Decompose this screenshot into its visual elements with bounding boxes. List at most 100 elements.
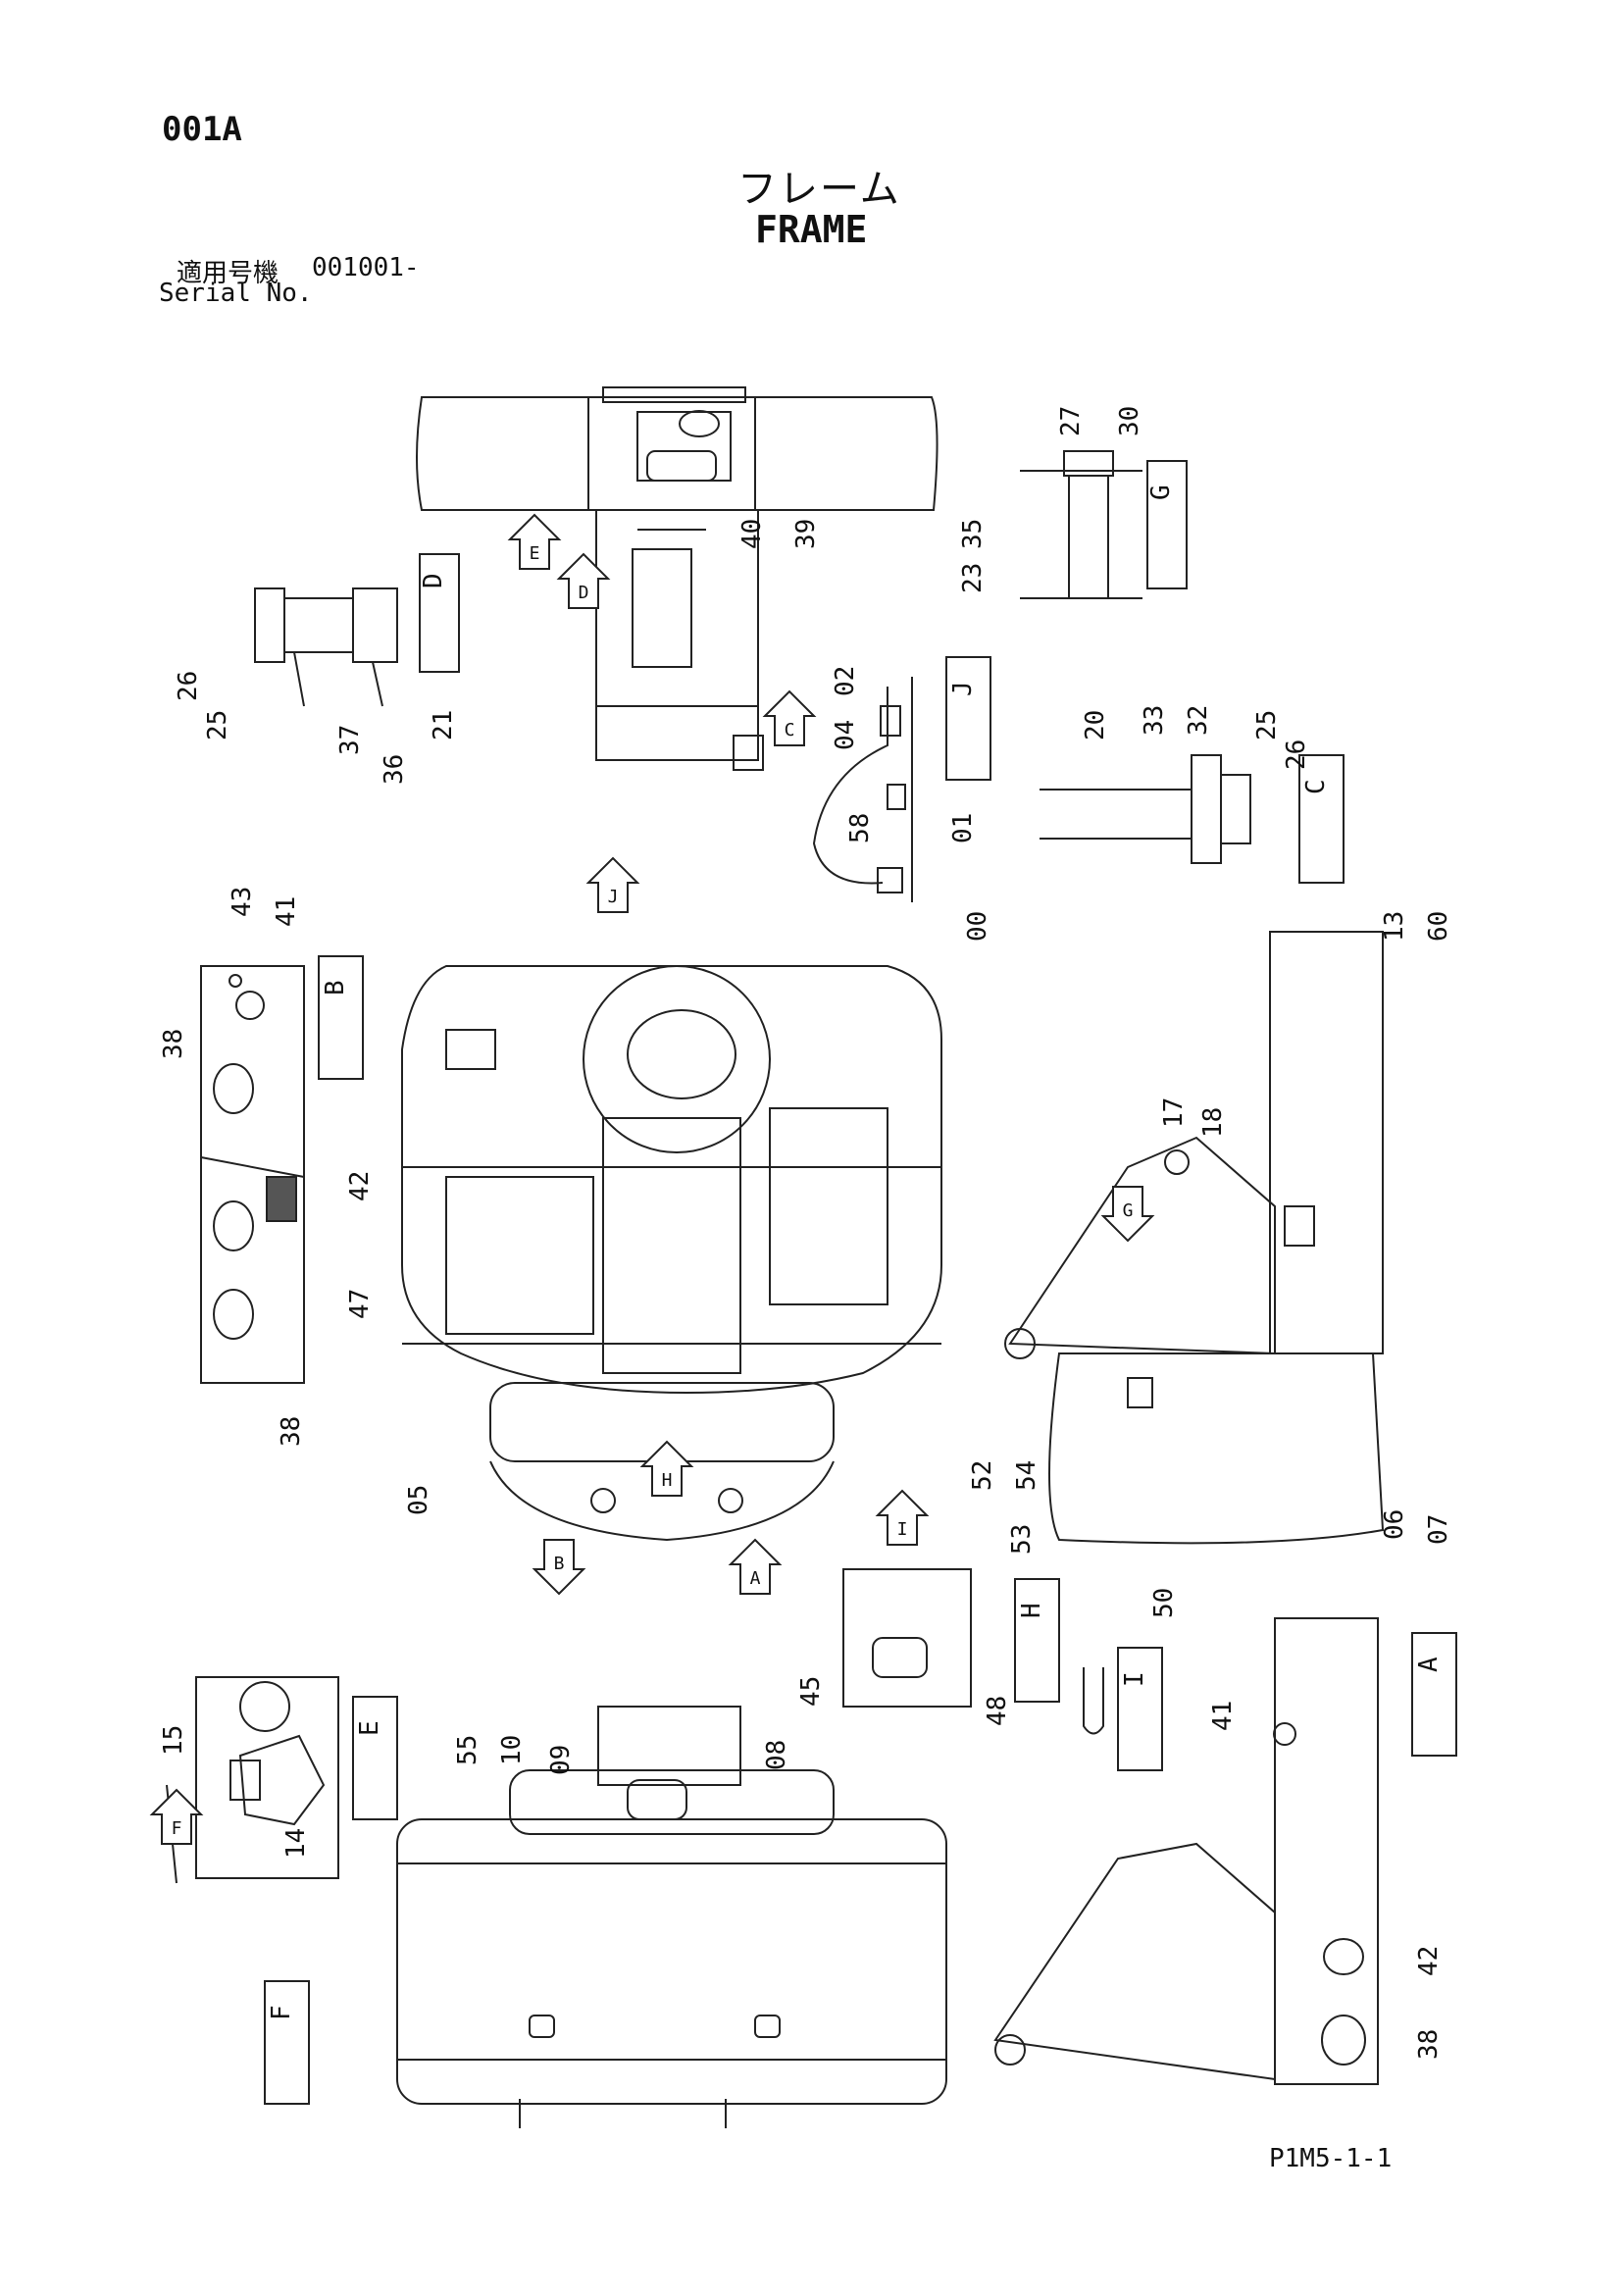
side-view-lower	[993, 1617, 1379, 2085]
callout-07: 07	[1424, 1514, 1453, 1545]
callout-25b: 25	[1252, 710, 1282, 740]
callout-00: 00	[963, 911, 992, 942]
svg-text:I: I	[1120, 1671, 1149, 1687]
callout-42b: 42	[1414, 1946, 1444, 1976]
callout-25: 25	[203, 710, 232, 740]
svg-text:H: H	[1017, 1603, 1046, 1618]
svg-text:B: B	[321, 980, 350, 995]
svg-text:G: G	[1146, 485, 1176, 500]
callout-17: 17	[1159, 1097, 1189, 1128]
svg-text:E: E	[355, 1720, 384, 1736]
page-code: 001A	[162, 110, 242, 149]
svg-text:F: F	[267, 2005, 296, 2020]
callout-08: 08	[762, 1740, 791, 1770]
svg-text:A: A	[750, 1568, 761, 1589]
serial-label-english: Serial No.	[159, 279, 313, 308]
section-label-f: F	[264, 1980, 310, 2105]
callout-60: 60	[1424, 911, 1453, 942]
callout-33: 33	[1140, 705, 1169, 736]
view-arrow-f: F	[149, 1788, 204, 1845]
serial-label-japanese: 適用号機	[177, 259, 279, 288]
svg-text:D: D	[579, 583, 589, 603]
view-arrow-h: H	[639, 1440, 694, 1497]
callout-38b: 38	[277, 1416, 306, 1447]
callout-21: 21	[429, 710, 458, 740]
callout-38: 38	[159, 1029, 188, 1059]
section-e-detail	[166, 1676, 339, 1884]
part-callouts: 40 39 27 30 35 23 26 25 37 36 21 02 04 5…	[159, 406, 1453, 2060]
callout-23: 23	[958, 563, 988, 593]
callout-40: 40	[737, 519, 767, 549]
section-b-detail	[200, 965, 305, 1384]
callout-14: 14	[281, 1828, 311, 1859]
section-label-a: A	[1411, 1632, 1457, 1757]
svg-text:B: B	[554, 1554, 565, 1574]
callout-30: 30	[1115, 406, 1144, 436]
title-japanese: フレーム	[737, 167, 901, 212]
callout-35: 35	[958, 519, 988, 549]
view-arrow-j: J	[585, 856, 640, 913]
callout-05: 05	[404, 1485, 433, 1515]
page-reference: P1M5-1-1	[1269, 2144, 1393, 2173]
callout-39: 39	[791, 519, 821, 549]
callout-06: 06	[1380, 1509, 1409, 1540]
view-arrow-a: A	[728, 1538, 783, 1595]
callout-09: 09	[546, 1745, 576, 1775]
section-d-detail	[254, 587, 398, 707]
callout-41b: 41	[1208, 1701, 1238, 1731]
top-rear-view	[416, 386, 939, 771]
svg-text:D: D	[419, 573, 448, 588]
svg-text:C: C	[785, 720, 795, 740]
callout-42: 42	[345, 1171, 375, 1201]
view-arrow-b: B	[532, 1539, 586, 1596]
callout-20: 20	[1081, 710, 1110, 740]
svg-text:E: E	[530, 543, 540, 564]
view-arrow-g: G	[1100, 1186, 1155, 1243]
callout-50: 50	[1149, 1588, 1179, 1618]
section-label-i: I	[1117, 1647, 1163, 1771]
callout-52: 52	[968, 1460, 997, 1491]
section-label-d: D	[419, 553, 460, 673]
section-label-h: H	[1014, 1578, 1060, 1703]
callout-45: 45	[796, 1676, 826, 1707]
callout-02: 02	[831, 666, 860, 696]
drawing-linework	[166, 386, 1385, 2128]
callout-04: 04	[831, 720, 860, 750]
callout-15: 15	[159, 1725, 188, 1756]
callout-37: 37	[335, 725, 365, 755]
callout-32: 32	[1184, 705, 1213, 736]
callout-10: 10	[497, 1735, 527, 1765]
view-arrow-d: D	[556, 552, 611, 609]
serial-number: 001001-	[312, 253, 420, 282]
section-i-detail	[1083, 1667, 1104, 1735]
section-label-g: G	[1146, 460, 1188, 589]
callout-41: 41	[272, 896, 301, 927]
callout-26b: 26	[1282, 740, 1311, 770]
section-c-detail	[1040, 754, 1251, 864]
svg-text:H: H	[662, 1470, 673, 1491]
callout-43: 43	[228, 887, 257, 917]
side-view-upper	[1004, 931, 1385, 1545]
section-label-b: B	[318, 955, 364, 1080]
svg-text:C: C	[1301, 779, 1331, 794]
svg-text:G: G	[1123, 1200, 1134, 1221]
view-arrows: E D C J G H I B A F	[149, 513, 1155, 1845]
title-english: FRAME	[755, 208, 868, 251]
callout-47: 47	[345, 1289, 375, 1319]
callout-13: 13	[1380, 911, 1409, 942]
svg-text:J: J	[948, 681, 978, 696]
callout-38c: 38	[1414, 2029, 1444, 2060]
callout-55: 55	[453, 1735, 482, 1765]
section-label-j: J	[945, 656, 991, 781]
svg-text:A: A	[1414, 1657, 1444, 1672]
callout-36: 36	[380, 754, 409, 785]
callout-53: 53	[1007, 1524, 1037, 1555]
view-arrow-i: I	[875, 1489, 930, 1546]
section-g-detail	[1020, 450, 1142, 599]
svg-text:I: I	[897, 1519, 908, 1540]
svg-text:J: J	[608, 887, 619, 907]
callout-26: 26	[174, 671, 203, 701]
section-j-detail	[812, 677, 913, 902]
callout-01: 01	[948, 813, 978, 843]
